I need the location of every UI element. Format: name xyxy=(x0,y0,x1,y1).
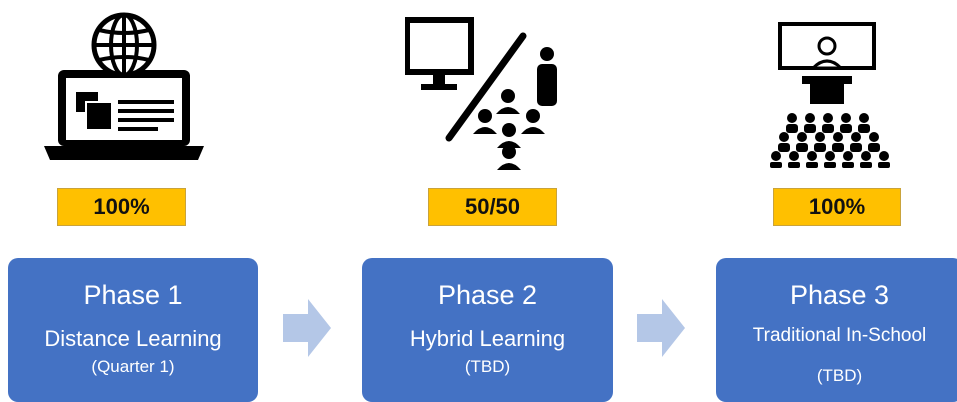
laptop-globe-icon xyxy=(44,12,204,160)
phase-2-percent-badge: 50/50 xyxy=(428,188,557,226)
phase-3-title: Phase 3 xyxy=(789,280,890,310)
phase-2-title: Phase 2 xyxy=(437,280,538,310)
phase-3-percent-badge: 100% xyxy=(773,188,901,226)
phase-1-title: Phase 1 xyxy=(83,280,183,310)
phase-1-box: Phase 1 Distance Learning (Quarter 1) xyxy=(8,258,258,402)
phase-1-note: (Quarter 1) xyxy=(91,357,175,376)
hybrid-monitor-people-icon xyxy=(405,17,557,170)
phase-1-subtitle: Distance Learning xyxy=(44,326,222,351)
phase-3-note: (TBD) xyxy=(816,366,863,385)
phase-3-box: Phase 3 Traditional In-School (TBD) xyxy=(716,258,957,402)
right-arrow-icon xyxy=(637,299,685,357)
phase-2-box: Phase 2 Hybrid Learning (TBD) xyxy=(362,258,613,402)
phase-1-percent-badge: 100% xyxy=(57,188,186,226)
right-arrow-icon xyxy=(283,299,331,357)
phase-3-subtitle: Traditional In-School xyxy=(752,325,927,346)
phase-2-subtitle: Hybrid Learning xyxy=(409,326,566,351)
phase-2-note: (TBD) xyxy=(464,357,511,376)
classroom-icon xyxy=(770,22,890,168)
